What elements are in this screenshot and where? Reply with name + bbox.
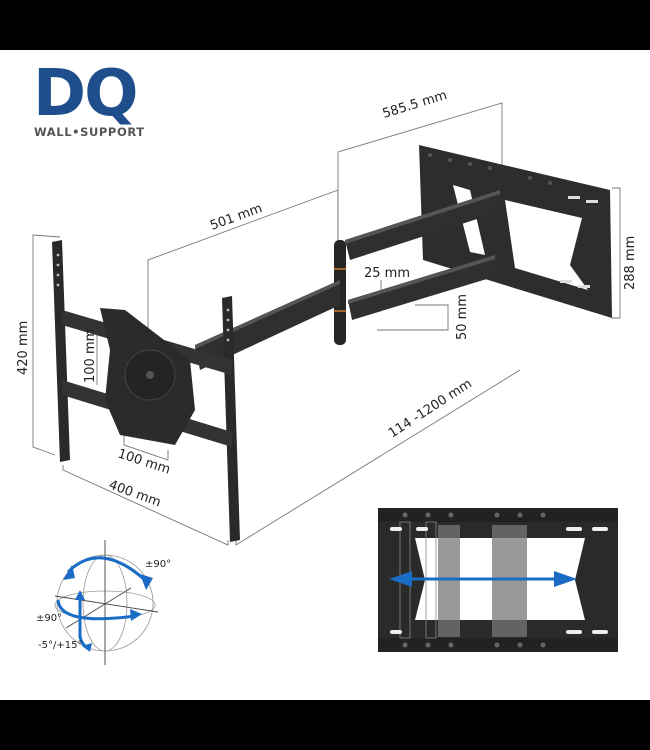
dim-100-horizontal: 100 mm <box>116 447 172 478</box>
mount-illustration: 585.5 mm 501 mm 288 mm 420 mm 400 mm 100… <box>16 88 638 665</box>
rotation-globe-icon: ±90° ±90° -5°/+15° <box>36 540 171 665</box>
dim-25: 25 mm <box>364 266 410 281</box>
wall-plate <box>419 145 612 318</box>
dim-50: 50 mm <box>455 294 470 340</box>
logo-tagline: WALL•SUPPORT <box>34 125 145 139</box>
tilt-label: -5°/+15° <box>38 640 82 651</box>
arrow-left-icon <box>389 571 412 587</box>
tv-bracket <box>52 240 240 542</box>
rotate-label: ±90° <box>36 613 62 624</box>
dim-400: 400 mm <box>107 478 163 511</box>
swivel-label: ±90° <box>145 559 171 570</box>
dim-501: 501 mm <box>208 201 264 234</box>
dim-100-vertical: 100 mm <box>83 329 98 383</box>
top-letterbox <box>0 0 650 50</box>
dim-288: 288 mm <box>623 236 638 290</box>
dim-420: 420 mm <box>16 321 31 375</box>
brand-logo: DQ WALL•SUPPORT <box>33 59 151 147</box>
bottom-letterbox <box>0 700 650 750</box>
logo-mark: DQ <box>33 57 139 131</box>
dim-585-5: 585.5 mm <box>381 88 449 122</box>
dim-114-1200: 114 -1200 mm <box>386 376 475 441</box>
product-diagram: DQ WALL•SUPPORT <box>0 50 650 700</box>
wall-plate-inset <box>378 508 618 652</box>
arrow-right-icon <box>554 571 577 587</box>
